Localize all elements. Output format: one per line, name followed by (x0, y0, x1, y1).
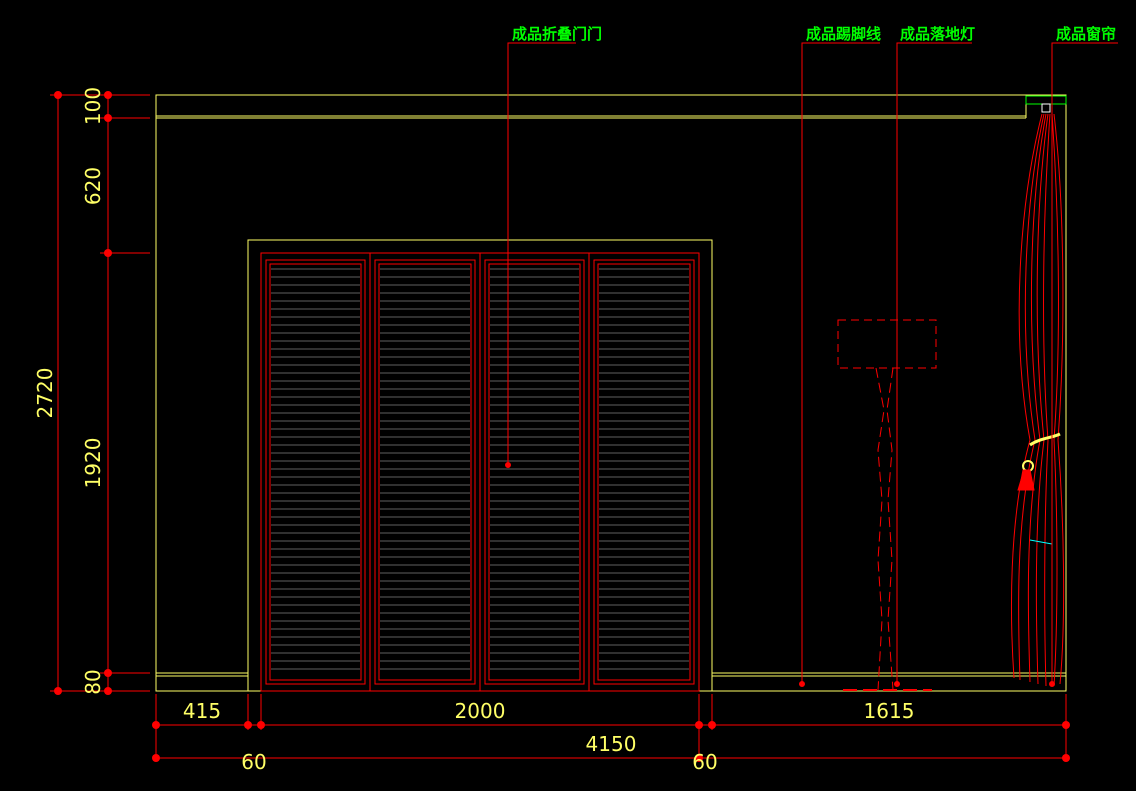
door-panel (588, 252, 700, 692)
label-floor-lamp: 成品落地灯 (900, 25, 975, 43)
door-panel (260, 252, 371, 692)
dim-v-middle: 1920 (81, 438, 105, 489)
red-dot-icon (695, 754, 703, 762)
red-dot-icon (54, 91, 62, 99)
floor-lamp (837, 319, 937, 691)
red-dot-icon (1062, 721, 1070, 729)
dim-h-door: 2000 (455, 699, 506, 723)
red-dot-icon (257, 721, 265, 729)
red-dot-icon (104, 114, 112, 122)
dim-v-top: 100 (81, 87, 105, 125)
red-dot-icon (244, 721, 252, 729)
red-dot-icon (1062, 754, 1070, 762)
dim-v-upper: 620 (81, 167, 105, 205)
door-panel (479, 252, 590, 692)
dim-h-right: 1615 (864, 699, 915, 723)
red-dot-icon (104, 249, 112, 257)
door-panel (369, 252, 481, 692)
label-curtain: 成品窗帘 (1056, 25, 1116, 43)
curtain-rail (1025, 95, 1067, 113)
red-dot-icon (104, 91, 112, 99)
red-dot-icon (695, 721, 703, 729)
dim-h-offset-right: 60 (692, 750, 717, 774)
horizontal-dimension-markers (152, 721, 1070, 762)
vertical-dimension-markers (54, 91, 112, 695)
dim-v-bottom: 80 (81, 669, 105, 694)
label-folding-door: 成品折叠门门 (512, 25, 602, 43)
door-panels (260, 252, 700, 692)
folding-door (247, 239, 713, 692)
red-dot-icon (152, 754, 160, 762)
red-dot-icon (152, 721, 160, 729)
red-dot-icon (104, 669, 112, 677)
dim-h-total: 4150 (586, 732, 637, 756)
curtain (1011, 113, 1065, 687)
red-dot-icon (708, 721, 716, 729)
wall-outline (155, 94, 1067, 692)
red-dot-icon (54, 687, 62, 695)
red-dot-icon (104, 687, 112, 695)
dim-h-offset-left: 60 (241, 750, 266, 774)
dim-v-total: 2720 (33, 368, 57, 419)
dim-h-left: 415 (183, 699, 221, 723)
label-skirting: 成品踢脚线 (806, 25, 881, 43)
leader-lines (505, 42, 1118, 687)
